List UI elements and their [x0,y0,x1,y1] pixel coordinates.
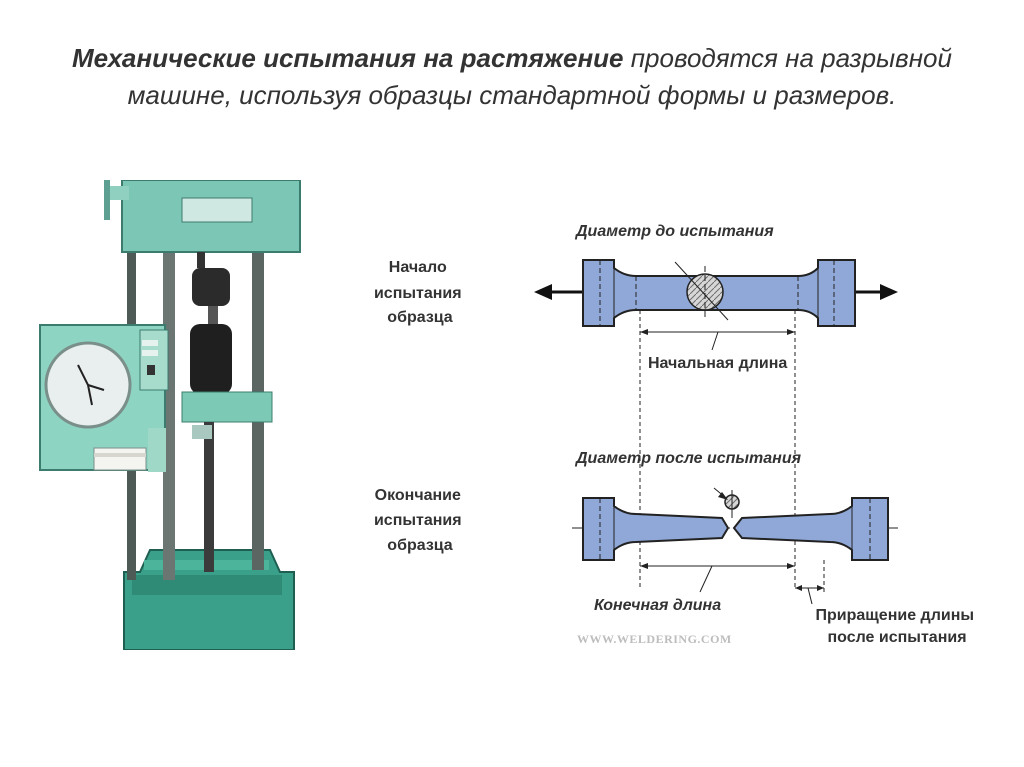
slide-title: Механические испытания на растяжение про… [60,40,964,114]
specimen-after-left-half [582,497,730,561]
end-label-line-3: образца [387,537,453,554]
elongation-label: Приращение длины после испытания [816,607,979,646]
end-label-line-2: испытания [374,512,462,529]
specimen-after-right-half [732,497,889,561]
pull-right-arrow-icon [880,284,898,300]
specimen-diagram: Начало испытания образца Окончание испыт… [374,223,979,646]
title-rest: проводятся на разрывной машине, использу… [127,43,952,110]
initial-length-label: Начальная длина [648,355,787,372]
diameter-before-label: Диаметр до испытания [574,223,774,240]
tensile-machine-illustration [39,180,301,650]
start-label: Начало испытания образца [374,259,466,326]
elongation-label-line-2: после испытания [827,629,966,646]
cross-section-before-icon [686,273,724,311]
elongation-label-line-1: Приращение длины [816,607,975,624]
diameter-after-label: Диаметр после испытания [574,450,802,467]
title-bold: Механические испытания на растяжение [72,43,624,73]
watermark: WWW.WELDERING.COM [577,632,732,646]
start-label-line-1: Начало [389,259,447,276]
end-label-line-1: Окончание [375,487,461,504]
start-label-line-3: образца [387,309,453,326]
pull-left-arrow-icon [534,284,552,300]
final-length-label: Конечная длина [594,597,721,614]
start-label-line-2: испытания [374,285,462,302]
end-label: Окончание испытания образца [374,487,466,554]
